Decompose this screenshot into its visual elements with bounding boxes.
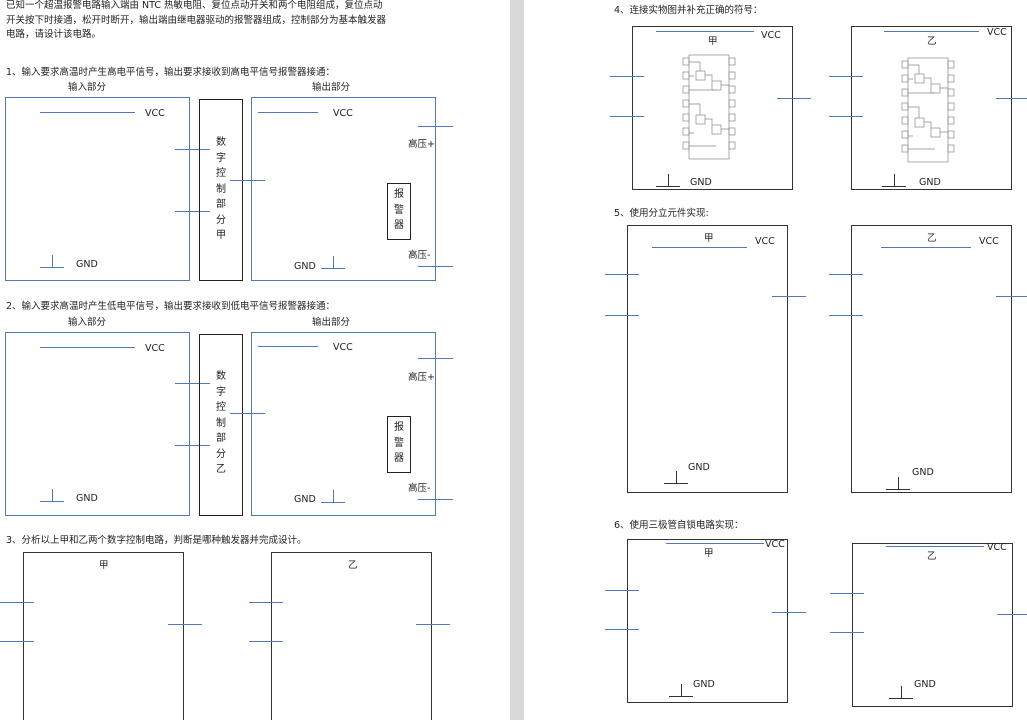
q5-jia-gnd: GND xyxy=(688,462,710,473)
q2-output-box xyxy=(251,332,436,516)
question-1: 1、输入要求高温时产生高电平信号，输出要求接收到高电平信号报警器接通： xyxy=(6,67,336,78)
q5-yi-label: 乙 xyxy=(927,233,937,244)
left-page: 已知一个超温报警电路输入端由 NTC 热敏电阻、复位点动开关和两个电阻组成，复位… xyxy=(0,0,510,720)
q1-output-gnd: GND xyxy=(294,261,316,272)
q5-jia-label: 甲 xyxy=(704,233,714,244)
q1-hv-minus: 高压- xyxy=(408,250,431,261)
q2-output-gnd: GND xyxy=(294,494,316,505)
q3-box-jia xyxy=(23,552,184,720)
q6-yi-vcc: VCC xyxy=(987,542,1007,553)
q4-yi-label: 乙 xyxy=(927,36,937,47)
q4-jia-gnd: GND xyxy=(690,177,712,188)
q4-jia-vcc: VCC xyxy=(761,30,781,41)
q1-alarm-label: 报 警 器 xyxy=(394,189,404,231)
q1-input-box xyxy=(5,97,190,281)
question-6: 6、使用三极管自锁电路实现： xyxy=(614,520,744,531)
q2-input-vcc: VCC xyxy=(145,343,165,354)
q3-jia-label: 甲 xyxy=(99,560,109,571)
q2-input-gnd: GND xyxy=(76,493,98,504)
q6-jia-gnd: GND xyxy=(693,679,715,690)
q6-yi-label: 乙 xyxy=(927,551,937,562)
q2-output-vcc: VCC xyxy=(333,342,353,353)
q2-output-label: 输出部分 xyxy=(312,317,351,328)
q1-output-vcc: VCC xyxy=(333,108,353,119)
q1-hv-plus: 高压+ xyxy=(408,139,435,150)
ic-chip-icon xyxy=(680,53,738,161)
q6-jia-vcc: VCC xyxy=(765,539,785,550)
q1-control-box xyxy=(199,99,243,281)
q1-input-vcc-line xyxy=(40,112,135,113)
q4-jia-label: 甲 xyxy=(708,36,718,47)
q4-box-yi xyxy=(851,26,1012,190)
question-5: 5、使用分立元件实现: xyxy=(614,208,709,219)
q5-box-jia xyxy=(627,225,788,493)
q3-yi-label: 乙 xyxy=(348,560,358,571)
q5-yi-vcc: VCC xyxy=(979,236,999,247)
ic-chip-icon-2 xyxy=(899,56,957,164)
q1-output-label: 输出部分 xyxy=(312,82,351,93)
q1-input-vcc: VCC xyxy=(145,108,165,119)
q1-input-gnd: GND xyxy=(76,259,98,270)
q2-alarm-label: 报 警 器 xyxy=(394,422,404,464)
q4-yi-gnd: GND xyxy=(919,177,941,188)
q2-hv-minus: 高压- xyxy=(408,483,431,494)
q4-yi-vcc: VCC xyxy=(987,27,1007,38)
q1-control-label: 数 字 控 制 部 分 甲 xyxy=(216,137,226,241)
q5-jia-vcc: VCC xyxy=(755,236,775,247)
q6-box-jia xyxy=(627,539,788,703)
q1-input-term-2 xyxy=(175,211,210,212)
question-2: 2、输入要求高温时产生低电平信号，输出要求接收到低电平信号报警器接通： xyxy=(6,301,336,312)
q4-box-jia xyxy=(632,26,793,190)
q1-output-box xyxy=(251,97,436,281)
q6-box-yi xyxy=(852,543,1013,707)
q1-input-gnd-line xyxy=(40,267,64,268)
q2-hv-plus: 高压+ xyxy=(408,372,435,383)
question-4: 4、连接实物图并补充正确的符号： xyxy=(614,5,763,16)
q2-control-label: 数 字 控 制 部 分 乙 xyxy=(216,371,226,475)
q2-input-box xyxy=(5,332,190,516)
question-3: 3、分析以上甲和乙两个数字控制电路，判断是哪种触发器并完成设计。 xyxy=(6,535,307,546)
q5-yi-gnd: GND xyxy=(912,467,934,478)
q3-box-yi xyxy=(271,552,432,720)
q6-jia-label: 甲 xyxy=(704,548,714,559)
intro-paragraph: 已知一个超温报警电路输入端由 NTC 热敏电阻、复位点动开关和两个电阻组成，复位… xyxy=(6,0,387,40)
q5-box-yi xyxy=(851,225,1012,493)
q1-input-term-1 xyxy=(175,149,210,150)
q6-yi-gnd: GND xyxy=(914,679,936,690)
q2-control-box xyxy=(199,334,243,516)
q2-input-label: 输入部分 xyxy=(68,317,107,328)
right-page: 4、连接实物图并补充正确的符号： 甲 VCC GND 乙 VCC xyxy=(524,0,1027,720)
q1-alarm-box xyxy=(387,183,411,240)
q2-alarm-box xyxy=(387,416,411,473)
q1-input-label: 输入部分 xyxy=(68,82,107,93)
